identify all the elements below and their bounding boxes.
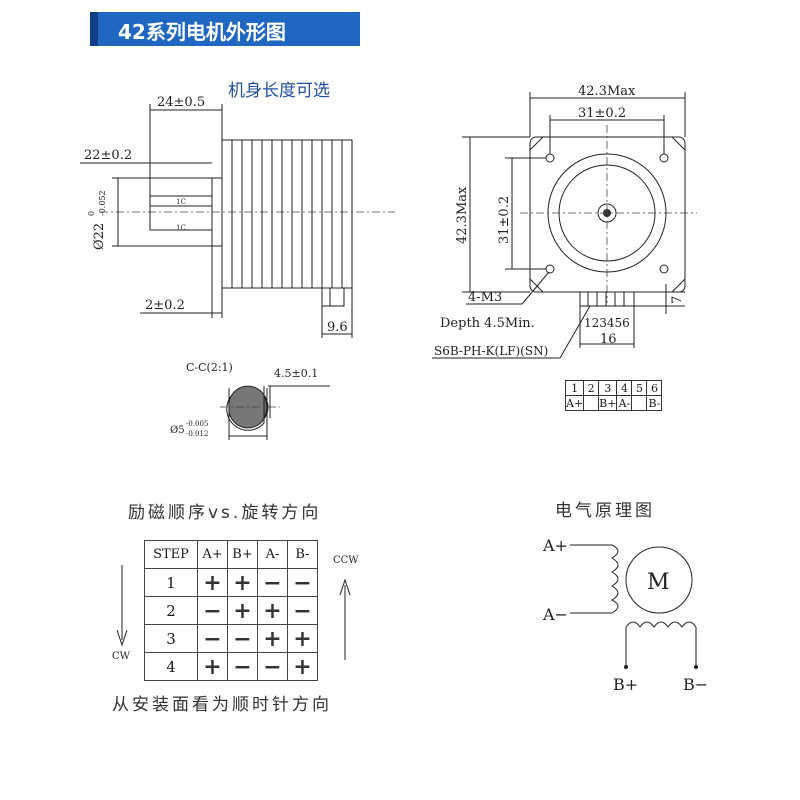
- dim-connector: 9.6: [327, 320, 348, 335]
- pin-signal: B-: [646, 395, 663, 411]
- pin-signal: B+: [598, 395, 618, 411]
- dim-section-tol-upper: -0.005: [186, 420, 208, 428]
- motor-body: [221, 139, 353, 289]
- dim-section-flat: 4.5±0.1: [274, 367, 318, 380]
- schematic: A+ A− M B+ B−: [542, 536, 708, 694]
- dim-shaft-flat: 22±0.2: [84, 148, 132, 163]
- pin-signal: A-: [616, 395, 633, 411]
- dim-section-dia: Ø5: [170, 425, 185, 436]
- dim-shaft-total: 24±0.5: [157, 95, 205, 110]
- dim-boss: 2±0.2: [145, 298, 185, 313]
- dim-connector-width: 16: [600, 332, 617, 347]
- front-connector: [579, 291, 635, 307]
- pin-number-row: 1 2 3 4 5 6: [564, 380, 663, 396]
- mount-hole-bl: [545, 264, 555, 274]
- sequence-footer: 从安装面看为顺时针方向: [112, 695, 332, 715]
- header-b-minus: B-: [287, 540, 318, 569]
- svg-text:CW: CW: [112, 651, 131, 662]
- label-b-plus: B+: [613, 675, 638, 694]
- svg-text:0: 0: [87, 211, 96, 216]
- side-connector: [321, 287, 345, 307]
- table-header-row: STEP A+ B+ A- B-: [144, 540, 318, 569]
- shaft-mark-top: 1C: [176, 198, 186, 206]
- side-view: 1C 1C 24±0.5 22±0.2: [80, 95, 395, 338]
- table-row: 2 − + + −: [144, 596, 318, 625]
- svg-text:Ø22: Ø22: [92, 223, 107, 250]
- dim-front-width: 42.3Max: [578, 84, 636, 99]
- coil-b: [625, 621, 697, 628]
- dim-section-tol-lower: -0.012: [186, 430, 208, 438]
- header-step: STEP: [144, 540, 198, 569]
- pin-number: 3: [598, 380, 618, 396]
- mount-hole-tr: [659, 153, 669, 163]
- section-view: C-C(2:1) 4.5±0.1 Ø5 -0.005 -0.012: [170, 361, 330, 440]
- dim-hole-pitch-h: 31±0.2: [578, 106, 626, 121]
- mount-hole-br: [659, 264, 669, 274]
- hole-label: 4-M3: [468, 290, 502, 305]
- header-a-minus: A-: [257, 540, 288, 569]
- page-title: 42系列电机外形图: [118, 20, 286, 44]
- svg-text:-0.052: -0.052: [98, 190, 107, 216]
- pin-number: 1: [564, 380, 585, 396]
- pin-signal: A+: [564, 395, 585, 411]
- page-header: 42系列电机外形图: [90, 12, 360, 46]
- label-a-minus: A−: [542, 605, 568, 624]
- pin-numbers: 123456: [584, 316, 630, 330]
- pin-table: 1 2 3 4 5 6 A+ B+ A- B-: [564, 380, 663, 411]
- hole-depth: Depth 4.5Min.: [440, 316, 535, 331]
- dim-hole-pitch-v: 31±0.2: [497, 196, 512, 244]
- front-view: 42.3Max 31±0.2 42.3Max 31±0.2 7 4-M3 Dep…: [432, 84, 697, 359]
- coil-a: [610, 544, 619, 614]
- pin-number: 6: [646, 380, 663, 396]
- connector-model: S6B-PH-K(LF)(SN): [434, 344, 548, 358]
- mount-hole-tl: [545, 153, 555, 163]
- sequence-table: STEP A+ B+ A- B- 1 + + − − 2 − + + − 3 −…: [144, 540, 318, 681]
- shaft-mark-bottom: 1C: [176, 224, 186, 232]
- motor-symbol: [625, 546, 693, 614]
- section-label: C-C(2:1): [186, 361, 233, 374]
- length-note: 机身长度可选: [228, 81, 330, 101]
- dim-shaft-dia: Ø22 0 -0.052: [87, 190, 107, 250]
- pin-signal: [631, 395, 648, 411]
- motor-label: M: [647, 570, 670, 595]
- sequence-title: 励磁顺序vs.旋转方向: [128, 503, 322, 523]
- table-row: 4 + − − +: [144, 652, 318, 681]
- label-a-plus: A+: [542, 536, 568, 555]
- table-row: 3 − − + +: [144, 624, 318, 653]
- header-a-plus: A+: [197, 540, 228, 569]
- pin-signal-row: A+ B+ A- B-: [564, 395, 663, 411]
- pin-number: 2: [583, 380, 600, 396]
- ccw-arrow: CCW: [333, 555, 359, 660]
- pin-number: 5: [631, 380, 648, 396]
- label-b-minus: B−: [683, 675, 708, 694]
- pin-signal: [583, 395, 600, 411]
- dim-connector-height: 7: [670, 296, 685, 304]
- svg-text:CCW: CCW: [333, 555, 359, 566]
- header-b-plus: B+: [227, 540, 258, 569]
- cw-arrow: CW: [112, 565, 131, 662]
- dim-front-height: 42.3Max: [455, 186, 470, 244]
- schematic-title: 电气原理图: [555, 501, 655, 521]
- table-row: 1 + + − −: [144, 568, 318, 597]
- pin-number: 4: [616, 380, 633, 396]
